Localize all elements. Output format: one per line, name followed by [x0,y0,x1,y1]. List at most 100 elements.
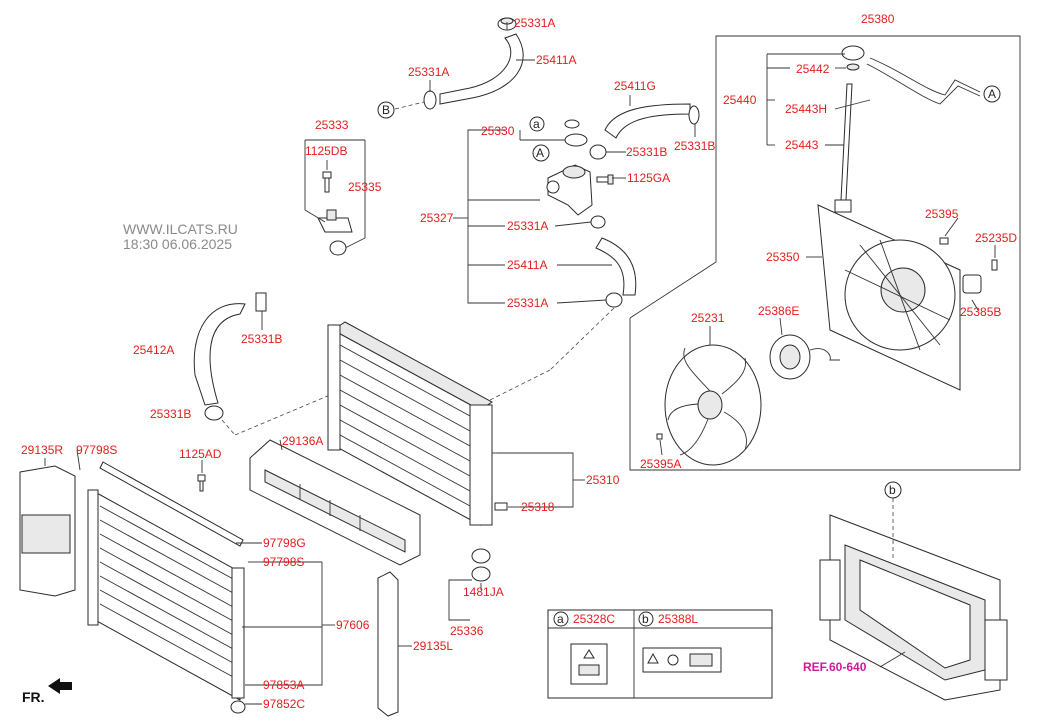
side-seal-29135r[interactable] [19,465,76,597]
label-1125ad: 1125AD [179,447,222,461]
label-25318: 25318 [521,500,555,514]
upper-hose-25411a[interactable] [439,33,524,105]
clamp-25331a-low[interactable] [605,292,623,308]
label-25331b-right: 25331B [674,139,715,153]
callout-b2-label: b [889,483,896,497]
label-25380: 25380 [861,12,895,26]
label-25331b-lower: 25331B [241,332,282,346]
label-1125db: 1125DB [305,144,347,158]
hose-25412a[interactable] [193,303,246,406]
label-29136a: 29136A [282,434,323,448]
clamp-25331b-left[interactable] [204,405,224,421]
fan-motor-25386e[interactable] [769,334,840,380]
label-25331a-top: 25331A [514,16,555,30]
label-25231: 25231 [691,311,725,325]
label-25331a-mid: 25331A [507,219,548,233]
label-25330: 25330 [481,124,515,138]
label-97606: 97606 [336,618,370,632]
callout-a3-label: A [988,87,996,101]
label-25411a-top: 25411A [536,53,576,67]
watermark-site: WWW.ILCATS.RU [123,221,238,237]
label-97798s-top: 97798S [76,443,117,457]
label-25442: 25442 [796,62,830,76]
label-29135l: 29135L [413,639,453,653]
air-guard-29136a[interactable] [249,439,421,566]
clamp-25331a-left[interactable] [423,90,437,110]
bolt-1125db[interactable] [322,171,332,193]
warning-label-icon-a [570,643,608,685]
reference-label[interactable]: REF.60-640 [803,660,867,674]
label-97852c: 97852C [263,697,305,711]
mount-25335[interactable] [329,240,347,256]
label-97798g: 97798G [263,536,306,550]
fan-blade-25231[interactable] [664,344,762,466]
bracket-25333[interactable] [317,209,353,233]
label-97798s-mid: 97798S [263,555,304,569]
label-25335: 25335 [348,180,382,194]
cap-25330[interactable] [564,133,588,147]
warning-label-icon-b [642,647,722,673]
legend-a-code: 25328C [573,612,615,626]
label-25395a: 25395A [640,457,681,471]
radiator-25310[interactable] [327,321,493,526]
callout-a2-label: A [536,146,544,160]
label-25336: 25336 [450,624,484,638]
hose-25411g[interactable] [604,103,691,139]
label-25350: 25350 [766,250,800,264]
clamp-25331b-lower[interactable] [255,292,267,312]
front-carrier-ref[interactable] [819,514,1008,701]
legend-b-code: 25388L [658,612,698,626]
label-25385b: 25385B [960,305,1001,319]
watermark-timestamp: 18:30 06.06.2025 [123,236,232,252]
bolt-1125ad[interactable] [197,474,206,492]
direction-label: FR. [22,689,45,705]
label-25331a-left: 25331A [408,65,449,79]
clamp-25331a-mid[interactable] [590,215,606,229]
legend-b-circle [638,611,654,627]
fan-shroud-25350[interactable] [817,199,961,391]
dryer-cap-97852c[interactable] [230,700,246,714]
label-25331b-mid: 25331B [626,145,667,159]
clamp-25331b-right[interactable] [688,105,700,125]
label-97853a: 97853A [263,678,304,692]
label-25411a-mid: 25411A [507,258,547,272]
label-25331a-low: 25331A [507,296,548,310]
label-25411g: 25411G [614,79,656,93]
label-25310: 25310 [586,473,620,487]
label-25333: 25333 [315,118,349,132]
label-25395: 25395 [925,207,959,221]
bolt-25395[interactable] [939,237,949,245]
label-25331b-left: 25331B [150,407,191,421]
fan-group-frame [629,35,1021,471]
clamp-25331b-mid[interactable] [589,144,607,160]
condenser-97606[interactable] [87,489,245,701]
bolt-1125ga[interactable] [596,174,614,185]
lower-hose-25411a[interactable] [595,237,637,296]
label-1125ga: 1125GA [627,171,670,185]
mount-1481ja[interactable] [471,548,491,582]
label-25443h: 25443H [785,102,827,116]
label-25443: 25443 [785,138,819,152]
label-25412a: 25412A [133,343,174,357]
label-1481ja: 1481JA [463,585,504,599]
tube-25443[interactable] [840,83,853,201]
overflow-hose-25443h[interactable] [869,57,981,96]
side-seal-29135l[interactable] [377,571,399,717]
screw-25395a[interactable] [656,433,663,440]
resistor-25385b[interactable] [962,274,982,294]
label-25386e: 25386E [758,304,799,318]
drain-plug-25318[interactable] [494,502,508,511]
callout-b-circle [377,101,395,119]
reservoir-cap-25442[interactable] [841,45,865,71]
thermostat-housing-25327[interactable] [546,164,593,216]
oring-a [564,119,580,129]
legend-a-letter: a [557,612,564,626]
front-arrow-icon [48,678,72,694]
callout-a3-circle [983,85,1001,103]
seal-strip-97798s[interactable] [99,461,244,547]
bolt-25235d[interactable] [991,259,998,271]
label-25440: 25440 [723,93,757,107]
legend-a-circle [553,611,569,627]
callout-a-circle [529,116,545,132]
